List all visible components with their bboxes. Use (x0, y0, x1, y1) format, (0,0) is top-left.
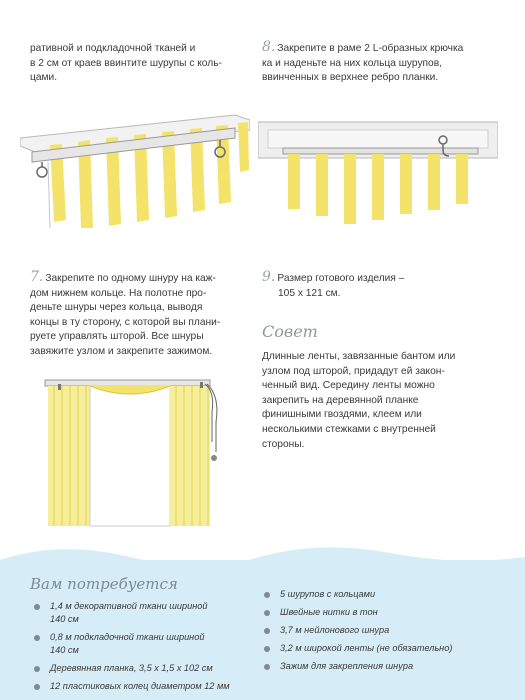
step-intro-text: ративной и подкладочной тканей и в 2 см … (30, 42, 255, 86)
advice-line: несколькими стежками с внутренней (262, 423, 436, 435)
step-8-number: 8. (262, 39, 276, 55)
bullet-icon (264, 664, 270, 670)
illustration-frame-hooks (258, 112, 498, 232)
bullet-icon (34, 604, 40, 610)
needs-title: Вам потребуется (30, 575, 178, 593)
advice-line: финишными гвоздями, клеем или (262, 409, 422, 421)
needs-item: 12 пластиковых колец диаметром 12 мм (30, 680, 250, 693)
step-7-line: Закрепите по одному шнуру на каж- (45, 273, 216, 284)
step-7-line: руете управлять шторой. Все шнуры (30, 331, 204, 343)
advice-line: ченный вид. Середину ленты можно (262, 380, 435, 392)
needs-item: Зажим для закрепления шнура (260, 660, 500, 673)
needs-list-left: 1,4 м декоративной ткани шириной 140 см … (30, 600, 250, 698)
step-7-line: завяжите узлом и закрепите зажимом. (30, 345, 213, 357)
advice-title: Совет (262, 322, 318, 341)
needs-item: 3,2 м широкой ленты (не обязательно) (260, 642, 500, 655)
needs-list-right: 5 шурупов с кольцами Швейные нитки в тон… (260, 588, 500, 678)
step-intro-line: в 2 см от краев ввинтите шурупы с коль- (30, 57, 222, 69)
bullet-icon (264, 592, 270, 598)
bullet-icon (264, 610, 270, 616)
needs-item: Швейные нитки в тон (260, 606, 500, 619)
step-7-line: дом нижнем кольце. На полотне про- (30, 287, 207, 299)
advice-line: узлом под шторой, придадут ей закон- (262, 365, 445, 377)
materials-panel (0, 560, 525, 700)
step-9-line: 105 x 121 см. (278, 287, 341, 299)
advice-line: закрепить на деревянной планке (262, 394, 419, 406)
needs-item: 3,7 м нейлонового шнура (260, 624, 500, 637)
step-intro-line: цами. (30, 72, 58, 84)
step-8-line: Закрепите в раме 2 L-образных крючка (277, 43, 464, 54)
step-7-line: деньте шнуры через кольца, выводя (30, 302, 203, 314)
step-9-text: 9.Размер готового изделия – 105 x 121 см… (262, 270, 497, 301)
bullet-icon (264, 646, 270, 652)
bullet-icon (34, 635, 40, 641)
needs-item: 0,8 м подкладочной ткани шириной 140 см (30, 631, 250, 657)
advice-line: Длинные ленты, завязанные бантом или (262, 351, 456, 362)
step-7-text: 7.Закрепите по одному шнуру на каж- дом … (30, 270, 265, 360)
bullet-icon (264, 628, 270, 634)
advice-text: Длинные ленты, завязанные бантом или узл… (262, 350, 497, 452)
needs-item: 5 шурупов с кольцами (260, 588, 500, 601)
step-7-number: 7. (30, 269, 44, 285)
illustration-rail-rings (20, 110, 250, 235)
step-8-text: 8.Закрепите в раме 2 L-образных крючка к… (262, 40, 497, 86)
needs-item: Деревянная планка, 3,5 x 1,5 x 102 см (30, 662, 250, 675)
needs-item: 1,4 м декоративной ткани шириной 140 см (30, 600, 250, 626)
illustration-finished-curtain (40, 372, 240, 532)
step-8-line: ввинченных в верхнее ребро планки. (262, 72, 439, 84)
bullet-icon (34, 666, 40, 672)
advice-line: стороны. (262, 438, 305, 450)
step-9-number: 9. (262, 269, 276, 285)
step-intro-line: ративной и подкладочной тканей и (30, 43, 196, 54)
bullet-icon (34, 684, 40, 690)
step-7-line: концы в ту сторону, с которой вы плани- (30, 316, 221, 328)
step-8-line: ка и наденьте на них кольца шурупов, (262, 57, 442, 69)
step-9-line: Размер готового изделия – (277, 273, 405, 284)
